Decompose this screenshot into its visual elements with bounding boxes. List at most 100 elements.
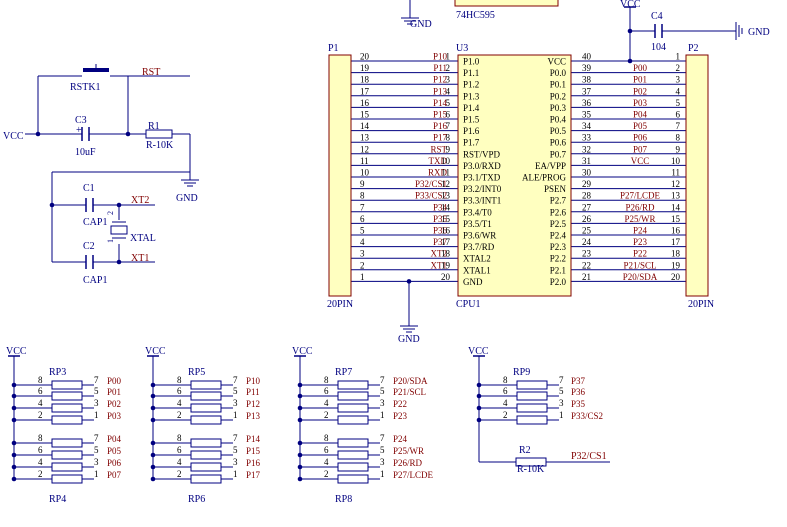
p1-net-label: P14 [433,98,448,108]
u3-left-pin-number: 17 [441,237,451,247]
u3-right-pin-number: 39 [582,63,592,73]
u3-right-pin-number: 32 [582,144,591,154]
p2-pin-number: 15 [671,214,681,224]
xtal-top-dot [116,202,122,208]
u3-right-pin-number: 35 [582,110,592,120]
u3-right-pin-number: 26 [582,214,592,224]
rp-pin-left: 4 [177,398,182,408]
u3-left-pin-number: 18 [441,249,451,259]
p2-pin-number: 1 [676,52,681,62]
p1-name: P1 [328,43,339,54]
p1-pin-number: 5 [360,226,365,236]
u3-right-pin-name: VCC [547,57,566,67]
u3-right-pin-name: P0.0 [550,68,567,78]
u3-left-pin-name: P1.7 [463,138,480,148]
u3-left-pin-number: 12 [441,179,450,189]
p1-pin-number: 12 [360,144,369,154]
rp9-vcc-label: VCC [468,346,489,357]
p1-net-label: RXD [428,168,448,178]
vcc-top-label: VCC [620,0,641,10]
rp-resistor-body [51,415,83,425]
p1-net-label: P34 [433,202,448,212]
rp-resistor-body [337,403,369,413]
rp-net-label: P14 [246,434,261,444]
rp-bottom-name: RP4 [49,494,66,505]
rp-pin-right: 7 [94,375,99,385]
rp-pin-left: 8 [324,433,329,443]
rp-resistor-body [190,462,222,472]
u3-right-pin-name: P2.6 [550,207,567,217]
p1-net-label: P12 [433,75,447,85]
p1-pin-number: 19 [360,63,370,73]
u3-right-pin-name: P0.6 [550,138,567,148]
rp-resistor-body [190,474,222,484]
p2-pin-number: 5 [676,98,681,108]
p2-net-label: P00 [633,63,648,73]
rp-net-label: P22 [393,399,407,409]
r2-value: R-10K [517,464,545,475]
p2-pin-number: 17 [671,237,681,247]
u3-right-pin-name: P0.4 [550,115,567,125]
rp-resistor-body [51,438,83,448]
u3-right-pin-name: P0.7 [550,149,567,159]
components [8,0,743,484]
u3-right-pin-number: 21 [582,272,591,282]
u3-left-pin-number: 9 [446,144,451,154]
rp9-name: RP9 [513,367,530,378]
rp9-pin-left: 4 [503,398,508,408]
p1-pin-number: 17 [360,86,370,96]
rp-net-label: P27/LCDE [393,470,434,480]
r1-body [145,129,173,139]
rp-pin-right: 7 [380,375,385,385]
u3-right-pin-name: P2.4 [550,231,567,241]
rp-resistor-body [51,450,83,460]
rp-pin-left: 8 [177,375,182,385]
p2-net-label: P23 [633,237,648,247]
rp-net-label: P03 [107,411,122,421]
rp-pin-right: 3 [380,398,385,408]
p2-net-label: VCC [631,156,650,166]
rp-pin-left: 6 [177,386,182,396]
rp-net-label: P10 [246,376,261,386]
p2-pin-number: 12 [671,179,680,189]
xtal-pin2: 2 [106,211,115,215]
xtal-label: XTAL [130,233,156,244]
u3-left-pin-number: 6 [446,110,451,120]
u3-left-pin-name: P3.2/INT0 [463,184,502,194]
c3-plus: + [76,125,82,136]
p2-net-label: P25/WR [624,214,655,224]
rp-net-label: P25/WR [393,446,424,456]
rp-top-name: RP7 [335,367,352,378]
rp9-pin-right: 1 [559,410,564,420]
u3-left-pin-number: 2 [446,63,451,73]
p1-net-label: P33/CS2 [415,191,447,201]
rp-pin-right: 7 [94,433,99,443]
u3-right-pin-number: 31 [582,156,591,166]
rp-pin-left: 4 [38,457,43,467]
p1-net-label: P32/CS1 [415,179,447,189]
u3-left-pin-name: P3.6/WR [463,231,496,241]
p1-net-label: P10 [433,52,448,62]
rst-net-label: RST [142,67,160,78]
rp-pin-right: 3 [94,398,99,408]
u3-right-pin-number: 23 [582,249,592,259]
p2-pin-number: 7 [676,121,681,131]
u3-right-pin-name: PSEN [544,184,567,194]
u3-right-pin-name: P0.5 [550,126,567,136]
u3-right-pin-name: P0.3 [550,103,567,113]
rp9-pin-left: 8 [503,375,508,385]
p2-net-label: P02 [633,86,647,96]
u3-ground-icon [400,318,418,333]
u3-right-pin-number: 25 [582,226,592,236]
rp-resistor-body [190,380,222,390]
rp-pin-left: 8 [324,375,329,385]
rp-resistor-body [337,462,369,472]
p1-pin-number: 14 [360,121,370,131]
u3-left-pin-name: XTAL1 [463,265,491,275]
u3-left-pin-number: 3 [446,75,451,85]
rp-pin-left: 4 [177,457,182,467]
rp-resistor-body [190,403,222,413]
p1-pin-number: 6 [360,214,365,224]
p2-net-label: P20/SDA [623,272,658,282]
gnd-right-label: GND [748,27,770,38]
